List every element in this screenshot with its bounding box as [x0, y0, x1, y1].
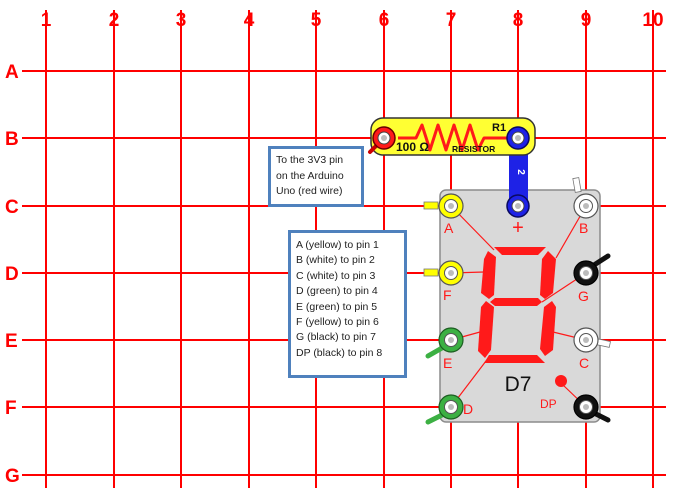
digit-segments — [478, 247, 556, 363]
row-label-e: E — [5, 331, 18, 352]
row-label-g: G — [5, 466, 20, 487]
pin-label-e: E — [443, 355, 452, 371]
resistor-id: R1 — [492, 122, 506, 134]
pin-label-c: C — [579, 355, 589, 371]
grid-labels: 1 2 3 4 5 6 7 8 9 10 A B C D E F G — [5, 10, 664, 487]
display-pin-labels: A B F G E C D DP — [443, 220, 589, 417]
snap-connectors — [372, 126, 611, 425]
row-label-f: F — [5, 398, 17, 419]
snap-c8-blue — [506, 194, 530, 218]
row-label-d: D — [5, 264, 19, 285]
col-label-5: 5 — [311, 10, 322, 31]
resistor-body — [370, 117, 536, 156]
col-label-6: 6 — [379, 10, 390, 31]
row-label-b: B — [5, 129, 19, 150]
pin-g-black-snap — [573, 253, 611, 286]
pin-label-dp: DP — [540, 397, 557, 411]
pin-label-d: D — [463, 401, 473, 417]
pin-a-yellow-snap — [423, 193, 464, 219]
pin-b-white-snap — [572, 177, 599, 219]
col-label-10: 10 — [642, 10, 663, 31]
pin-c-white-snap — [573, 327, 611, 353]
col-label-8: 8 — [513, 10, 524, 31]
display-label: D7 — [505, 373, 532, 396]
snap-b6-red — [372, 126, 396, 150]
pin-label-a: A — [444, 220, 454, 236]
col-label-4: 4 — [244, 10, 255, 31]
segment-b — [540, 251, 556, 299]
pin-d-green-snap — [425, 394, 464, 425]
decimal-point-dot — [555, 375, 567, 387]
segment-g — [490, 298, 542, 306]
row-label-a: A — [5, 62, 19, 83]
segment-a — [494, 247, 546, 255]
power-note-line: To the 3V3 pin — [276, 154, 344, 166]
pin-f-yellow-snap — [423, 260, 464, 286]
wire-number: 2 — [515, 169, 526, 175]
pin-e-green-snap — [425, 327, 464, 359]
resistor-name: RESISTOR — [452, 144, 495, 154]
power-note: To the 3V3 pin on the Arduino Uno (red w… — [268, 146, 364, 207]
pin-mapping-line: B (white) to pin 2 — [296, 254, 375, 267]
pin-mapping-line: E (green) to pin 5 — [296, 300, 378, 313]
wire-plus-sign: + — [512, 217, 524, 239]
pin-mapping-line: DP (black) to pin 8 — [296, 346, 383, 359]
segment-d — [484, 355, 545, 363]
col-label-1: 1 — [41, 10, 52, 31]
power-note-line: Uno (red wire) — [276, 185, 343, 197]
col-label-7: 7 — [446, 10, 457, 31]
segment-e — [478, 301, 494, 358]
col-label-9: 9 — [581, 10, 592, 31]
resistor-value: 100 Ω — [396, 140, 429, 154]
power-note-line: on the Arduino — [276, 169, 344, 182]
segment-f — [481, 251, 496, 299]
col-label-3: 3 — [176, 10, 187, 31]
pin-mapping-note: A (yellow) to pin 1 B (white) to pin 2 C… — [288, 230, 407, 378]
resistor-zigzag-icon — [398, 123, 508, 152]
pin-mapping-line: A (yellow) to pin 1 — [296, 239, 379, 251]
pin-mapping-line: G (black) to pin 7 — [296, 331, 376, 344]
snap-b8-blue — [506, 126, 530, 150]
pin-mapping-line: D (green) to pin 4 — [296, 285, 378, 298]
resistor-r1: 100 Ω R1 RESISTOR — [370, 117, 536, 156]
segment-c — [540, 301, 556, 356]
pin-label-f: F — [443, 287, 452, 303]
pin-mapping-line: C (white) to pin 3 — [296, 269, 376, 282]
seven-segment-display: D7 A B F G E C D DP — [439, 189, 601, 423]
pin-dp-black-snap — [573, 394, 611, 423]
pin-label-g: G — [578, 288, 589, 304]
pin-label-b: B — [579, 220, 588, 236]
pin-mapping-line: F (yellow) to pin 6 — [296, 316, 379, 329]
col-label-2: 2 — [109, 10, 120, 31]
row-label-c: C — [5, 197, 19, 218]
